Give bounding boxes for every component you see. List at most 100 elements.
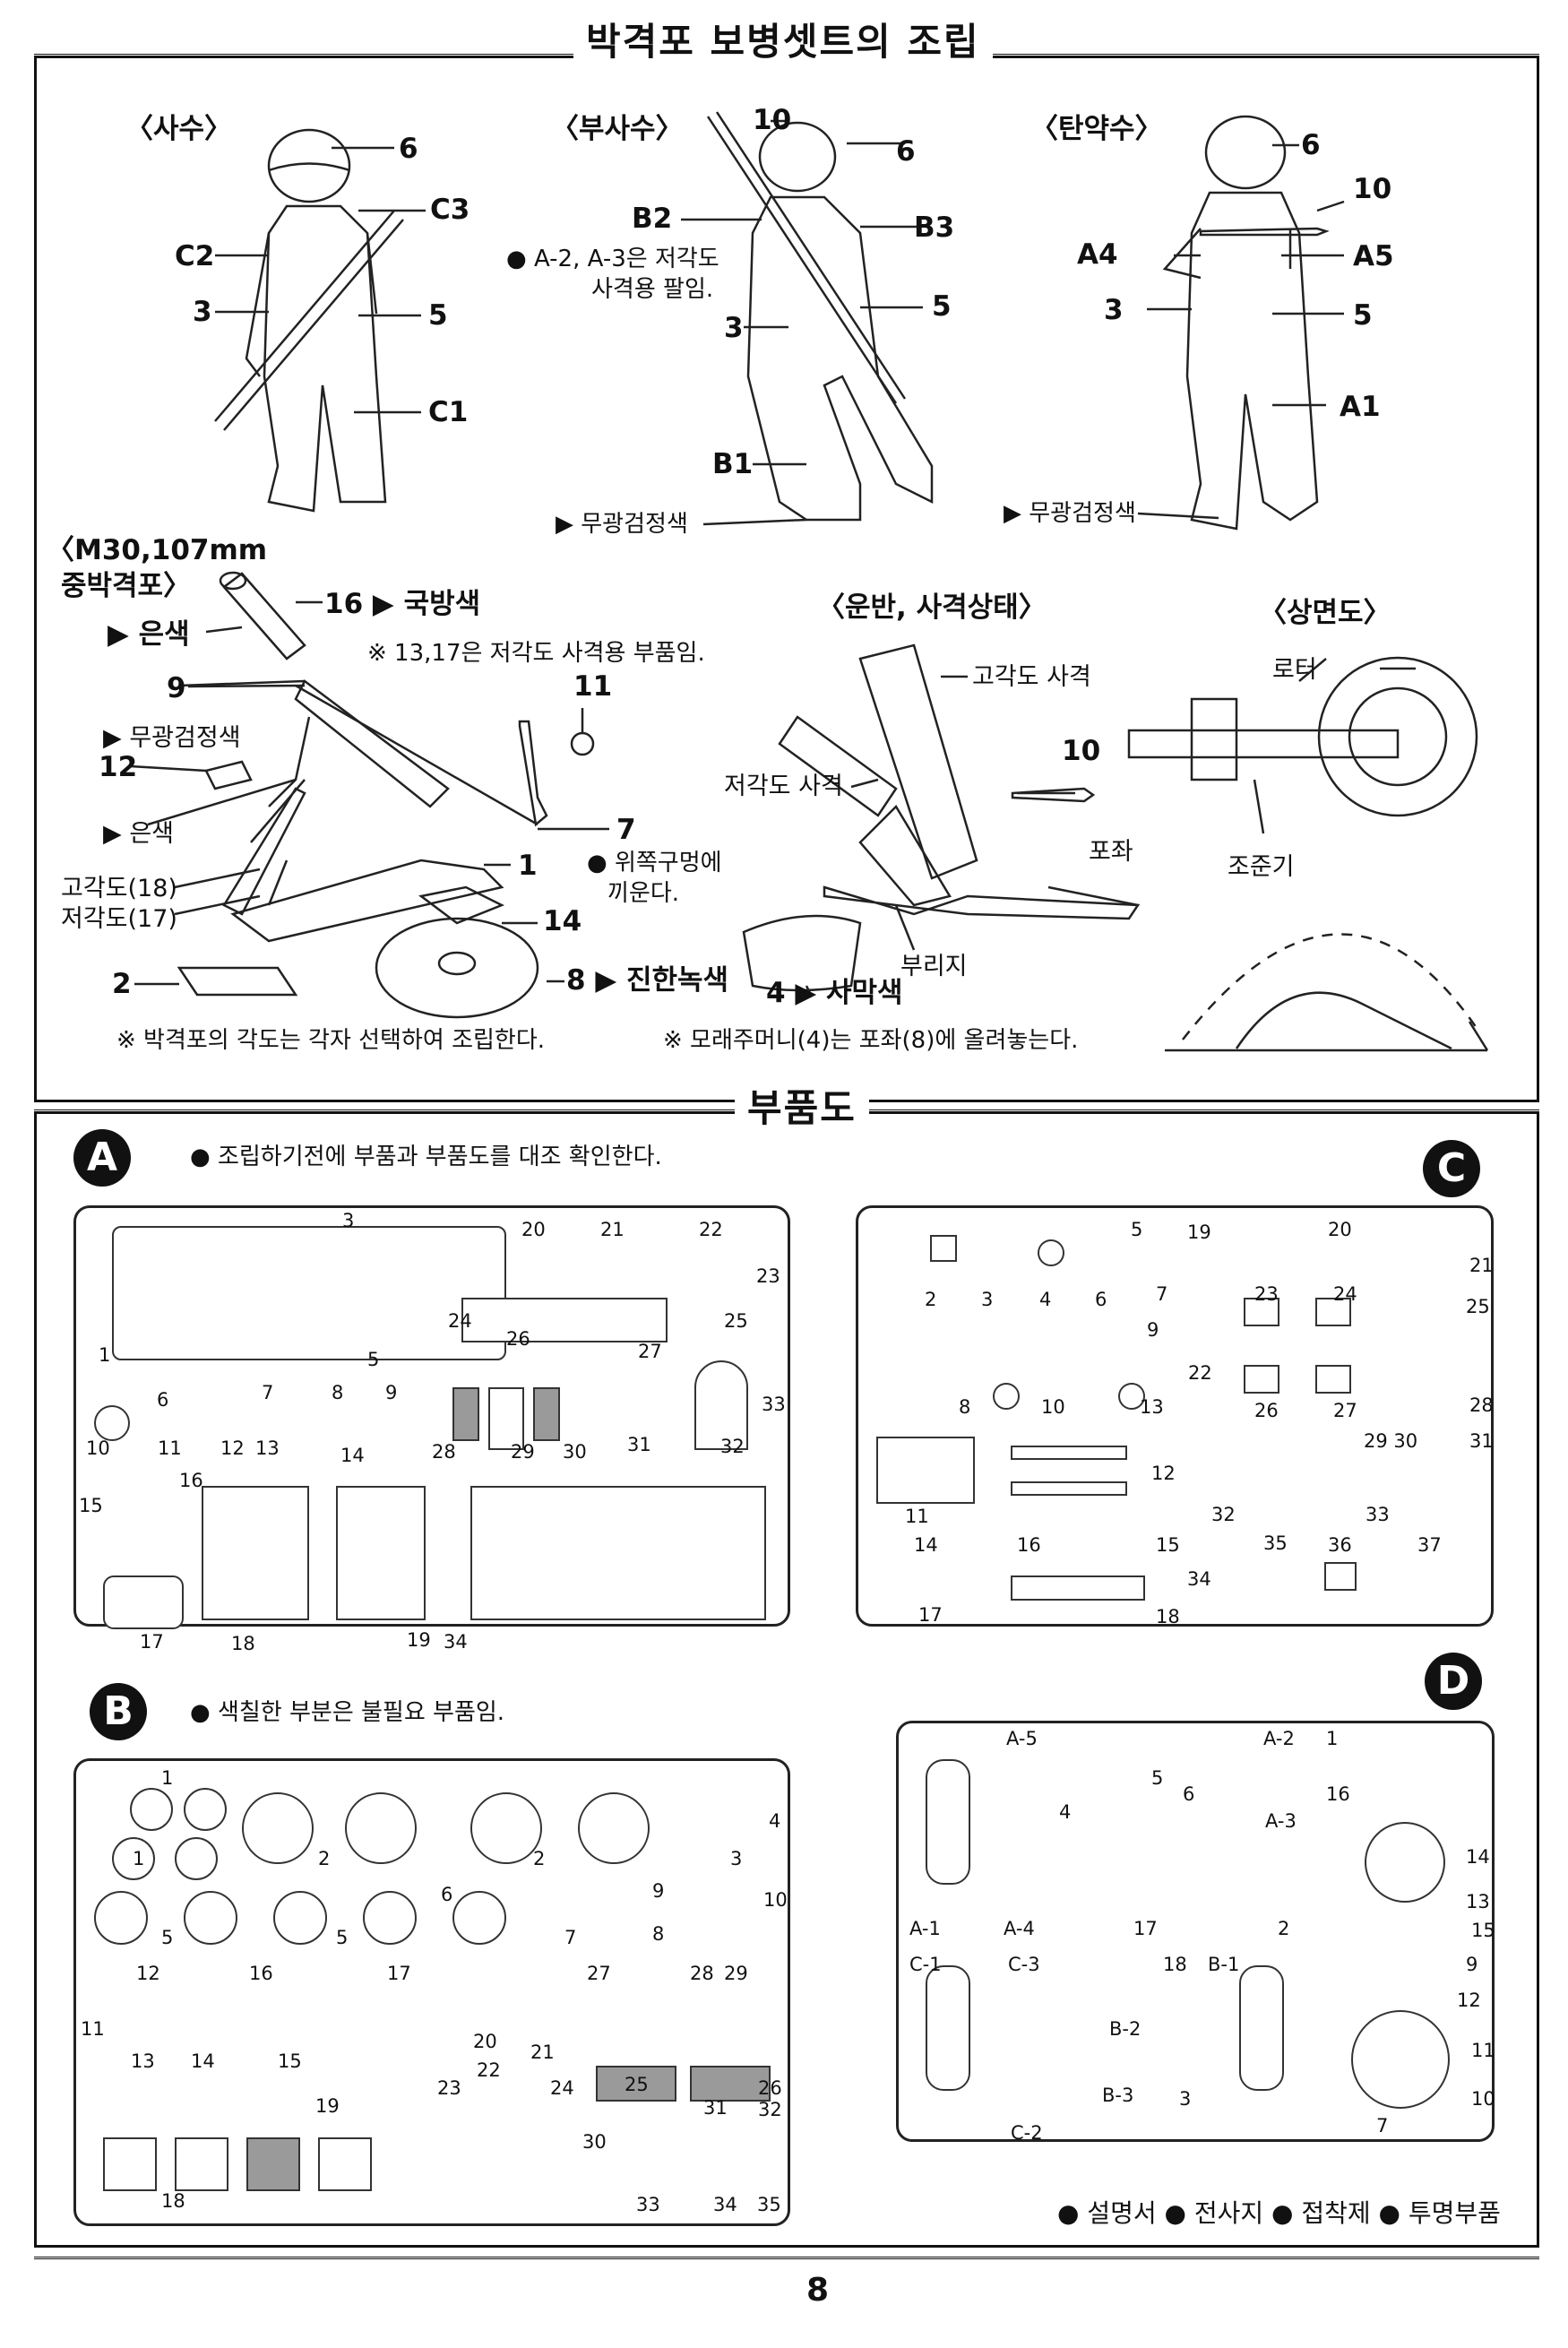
c-num-15: 15 — [1156, 1534, 1180, 1556]
c-num-7: 7 — [1156, 1283, 1168, 1305]
c-num-8: 8 — [959, 1396, 971, 1418]
b-num-33: 33 — [636, 2194, 660, 2215]
mortar-heading-line1: 〈M30,107mm — [47, 534, 268, 566]
mortar-label-11: 11 — [573, 670, 613, 703]
mortar-label-silver1: ▶ 은색 — [108, 618, 190, 651]
d-num-13: 13 — [1466, 1891, 1490, 1912]
b-num-26: 26 — [758, 2077, 782, 2099]
a-num-29: 29 — [511, 1441, 535, 1463]
b-tire-2b — [345, 1792, 417, 1864]
d-disc-14 — [1365, 1822, 1445, 1903]
a-num-25: 25 — [724, 1310, 748, 1332]
d-num-6: 6 — [1183, 1783, 1195, 1805]
transport-label-10: 10 — [1062, 735, 1101, 767]
transport-label-4: 4 ▶ 사막색 — [766, 977, 903, 1009]
a-num-3: 3 — [342, 1210, 355, 1231]
b-wheel-1b — [184, 1788, 227, 1831]
b-num-8: 8 — [652, 1923, 665, 1945]
ammo-label-10: 10 — [1353, 173, 1392, 205]
c-num-35: 35 — [1263, 1532, 1288, 1554]
c-box-26 — [1244, 1365, 1279, 1394]
d-figure-c1 — [926, 1965, 970, 2091]
b-num-21: 21 — [530, 2042, 555, 2063]
b-tire-3 — [578, 1792, 650, 1864]
a-num-19: 19 — [407, 1629, 431, 1651]
d-num-b2: B-2 — [1109, 2018, 1142, 2040]
a-num-26: 26 — [506, 1328, 530, 1350]
a-num-13: 13 — [255, 1437, 280, 1459]
d-num-9: 9 — [1466, 1954, 1478, 1975]
mortar-label-1: 1 — [518, 850, 538, 882]
c-num-10: 10 — [1041, 1396, 1065, 1418]
a-num-27: 27 — [638, 1341, 662, 1362]
sprue-a-badge: A — [73, 1129, 131, 1187]
d-num-16: 16 — [1326, 1783, 1350, 1805]
b-num-3: 3 — [730, 1848, 743, 1869]
c-rod-12b — [1011, 1481, 1127, 1496]
b-num-2a: 2 — [318, 1848, 331, 1869]
b-tire-2c — [470, 1792, 542, 1864]
a-num-20: 20 — [521, 1219, 546, 1240]
a-num-28: 28 — [432, 1441, 456, 1463]
c-wheel-13 — [1118, 1383, 1145, 1410]
a-num-14: 14 — [340, 1445, 365, 1466]
ammo-label-a1: A1 — [1340, 391, 1381, 423]
assistant-label-b2: B2 — [632, 203, 673, 235]
a-num-12: 12 — [220, 1437, 245, 1459]
b-rim-5a — [94, 1891, 148, 1945]
d-num-a4: A-4 — [1004, 1918, 1035, 1939]
b-num-22: 22 — [477, 2059, 501, 2081]
b-rim-5d — [363, 1891, 417, 1945]
assistant-label-b3: B3 — [914, 211, 955, 244]
assistant-note-line1: ● A-2, A-3은 저각도 — [506, 246, 719, 272]
c-wheel-10 — [993, 1383, 1020, 1410]
c-num-17: 17 — [918, 1604, 943, 1626]
a-num-15: 15 — [79, 1495, 103, 1516]
a-num-16: 16 — [179, 1470, 203, 1491]
d-num-17: 17 — [1133, 1918, 1158, 1939]
page-number: 8 — [806, 2272, 830, 2309]
gunner-label-c1: C1 — [428, 396, 469, 428]
c-num-27: 27 — [1333, 1400, 1357, 1421]
d-figure-b1 — [1239, 1965, 1284, 2091]
b-shade-25b — [690, 2066, 771, 2102]
topview-sight: 조준기 — [1228, 853, 1295, 881]
mortar-label-16: 16 ▶ 국방색 — [324, 588, 481, 620]
d-num-3: 3 — [1179, 2088, 1192, 2110]
a-panel-18 — [202, 1486, 309, 1620]
transport-low-fire: 저각도 사격 — [724, 773, 843, 800]
c-num-20: 20 — [1328, 1219, 1352, 1240]
b-num-18: 18 — [161, 2190, 185, 2212]
assistant-label-10: 10 — [753, 104, 792, 136]
sprue-c — [856, 1205, 1494, 1627]
mortar-footnote: ※ 박격포의 각도는 각자 선택하여 조립한다. — [116, 1027, 546, 1054]
b-num-28: 28 — [690, 1963, 714, 1984]
c-num-31: 31 — [1469, 1430, 1494, 1452]
c-box-24 — [1315, 1298, 1351, 1326]
mortar-label-2: 2 — [112, 968, 132, 1000]
b-rim-6 — [452, 1891, 506, 1945]
assembly-frame — [34, 56, 1539, 1102]
c-num-32: 32 — [1211, 1504, 1236, 1525]
b-num-5b: 5 — [336, 1927, 349, 1948]
a-num-8: 8 — [332, 1382, 344, 1403]
c-box-27 — [1315, 1365, 1351, 1394]
c-num-9: 9 — [1147, 1319, 1159, 1341]
b-num-13: 13 — [131, 2050, 155, 2072]
d-num-10: 10 — [1471, 2088, 1495, 2110]
assistant-label-6: 6 — [896, 135, 916, 168]
c-num-29: 29 30 — [1364, 1430, 1418, 1452]
ammo-label-5: 5 — [1353, 299, 1373, 332]
mortar-label-7note2: 끼운다. — [607, 880, 680, 907]
b-num-9: 9 — [652, 1880, 665, 1902]
c-num-26: 26 — [1254, 1400, 1279, 1421]
b-wheel-1a — [130, 1788, 173, 1831]
a-grille-17 — [103, 1575, 184, 1629]
transport-footnote: ※ 모래주머니(4)는 포좌(8)에 올려놓는다. — [663, 1027, 1079, 1054]
b-box-19b — [318, 2137, 372, 2191]
a-rod-parts — [461, 1298, 668, 1342]
assistant-paint: ▶ 무광검정색 — [556, 511, 688, 538]
b-num-24: 24 — [550, 2077, 574, 2099]
c-num-28: 28 — [1469, 1394, 1494, 1416]
topview-heading: 〈상면도〉 — [1259, 597, 1391, 629]
